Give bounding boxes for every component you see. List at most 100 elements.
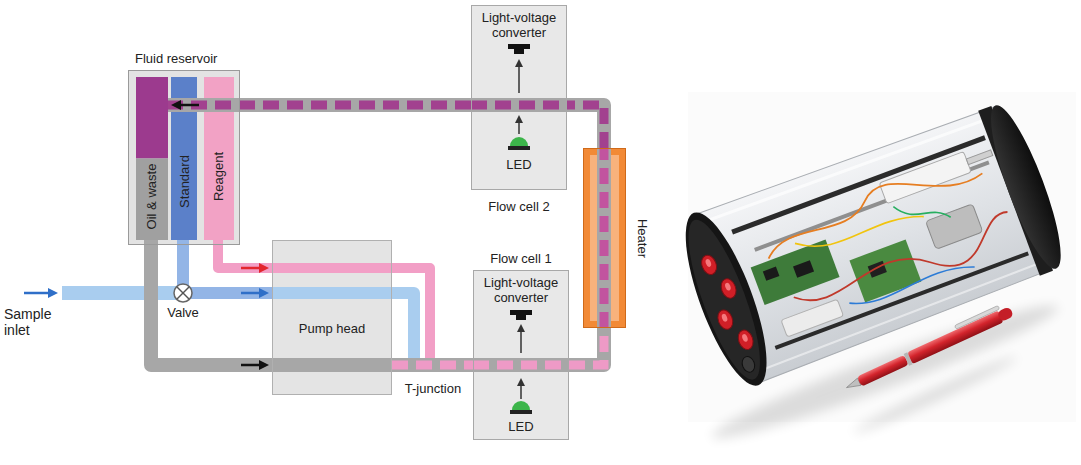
tube xyxy=(151,240,272,365)
sample-tube xyxy=(62,286,183,300)
inner-tube xyxy=(604,148,605,328)
light-arrow-head xyxy=(517,324,525,332)
highlight xyxy=(756,260,1047,371)
wire xyxy=(893,189,950,235)
circuit-board xyxy=(751,239,840,304)
valve-label: Valve xyxy=(163,305,203,321)
inner-tube xyxy=(471,105,567,106)
tube xyxy=(272,358,392,372)
inlet-arrow-shaft xyxy=(24,292,50,295)
light-arrow xyxy=(518,66,520,93)
valve-cross xyxy=(177,287,189,299)
led-label: LED xyxy=(472,157,566,172)
connector xyxy=(740,355,757,374)
tubes-through-boxes xyxy=(272,105,604,365)
box-fill xyxy=(471,5,567,190)
inner-tube xyxy=(473,365,569,366)
arrow-head xyxy=(259,360,269,370)
tube xyxy=(569,328,604,365)
tube-connector xyxy=(567,105,604,148)
connector xyxy=(699,253,719,277)
flow-cell-1-optics xyxy=(510,310,532,414)
arrow-head xyxy=(259,263,269,273)
light-arrow xyxy=(520,331,522,353)
wire xyxy=(759,151,984,258)
box-fill xyxy=(128,70,240,245)
plunger xyxy=(966,150,992,165)
segmented-flow xyxy=(569,328,604,365)
inlet-label: Sample inlet xyxy=(4,306,64,338)
flow-arrow xyxy=(181,104,199,107)
valve-body xyxy=(174,284,192,302)
wire xyxy=(792,211,1019,323)
box-fill xyxy=(473,270,569,440)
cylinder-housing xyxy=(670,94,1075,394)
segmented-flow xyxy=(392,361,473,370)
tube xyxy=(471,98,567,112)
wire xyxy=(795,198,924,262)
photodetector xyxy=(510,310,532,320)
tube xyxy=(392,358,473,372)
segmented-flow xyxy=(473,361,569,370)
box-fill xyxy=(136,159,168,241)
tank-label: Standard xyxy=(177,155,192,208)
flow-cell-box: Flow cell 1Light-voltage converterLED xyxy=(473,270,569,440)
inner-tube xyxy=(272,268,392,269)
light-arrow xyxy=(520,385,522,399)
standard-tank: Standard xyxy=(171,77,197,240)
light-arrow-head xyxy=(515,59,523,67)
circuit-board xyxy=(849,239,921,302)
reagent-tank: Reagent xyxy=(204,77,234,240)
flow-arrow xyxy=(241,364,259,367)
connector xyxy=(719,277,739,301)
box-fills xyxy=(128,5,626,440)
arrow-head xyxy=(259,288,269,298)
converter-label: Light-voltage converter xyxy=(472,10,566,40)
oil-waste-tank: Oil & waste xyxy=(136,77,168,240)
segmented-flow xyxy=(168,101,471,110)
flow-cell-2-optics xyxy=(508,44,530,150)
heater-label: Heater xyxy=(635,218,650,257)
light-arrow-head xyxy=(517,378,525,386)
cap-face xyxy=(675,213,774,387)
segmented-flow xyxy=(567,105,604,148)
free-tubes xyxy=(24,268,430,362)
segmented-flow xyxy=(600,148,609,328)
valve-symbol xyxy=(174,284,192,302)
tube xyxy=(272,263,392,273)
led-dome xyxy=(510,137,528,146)
chip xyxy=(763,267,780,281)
pen-clip xyxy=(954,305,999,329)
segmented-flow xyxy=(471,101,567,110)
tube-connector xyxy=(183,240,272,298)
tube-connector xyxy=(168,100,471,110)
flow-cell-heading: Flow cell 2 xyxy=(472,199,566,214)
connector xyxy=(715,308,735,332)
led-label: LED xyxy=(474,419,568,434)
led-dome xyxy=(512,401,530,410)
led-base xyxy=(508,146,530,150)
inner-tube xyxy=(272,365,392,366)
arrow-head xyxy=(171,100,181,110)
flow-cell-heading: Flow cell 1 xyxy=(474,251,568,266)
tank-label: Reagent xyxy=(212,152,227,201)
connector xyxy=(736,328,756,352)
tube xyxy=(168,98,471,112)
flow-cell-box: Light-voltage converterLEDFlow cell 2 xyxy=(471,5,567,190)
tube xyxy=(473,358,569,372)
pump-head-box: Pump head xyxy=(272,240,392,395)
tube xyxy=(567,105,604,148)
pen-grip xyxy=(857,355,909,387)
tube xyxy=(597,148,611,328)
syringe xyxy=(879,152,971,204)
connector-glint xyxy=(705,258,712,267)
box-fill xyxy=(583,148,626,328)
reagent-leg xyxy=(392,268,430,362)
chip xyxy=(868,261,887,278)
led-base xyxy=(510,410,532,414)
flow-arrow xyxy=(241,292,259,295)
pen xyxy=(842,301,1015,393)
box-fill xyxy=(272,240,392,395)
